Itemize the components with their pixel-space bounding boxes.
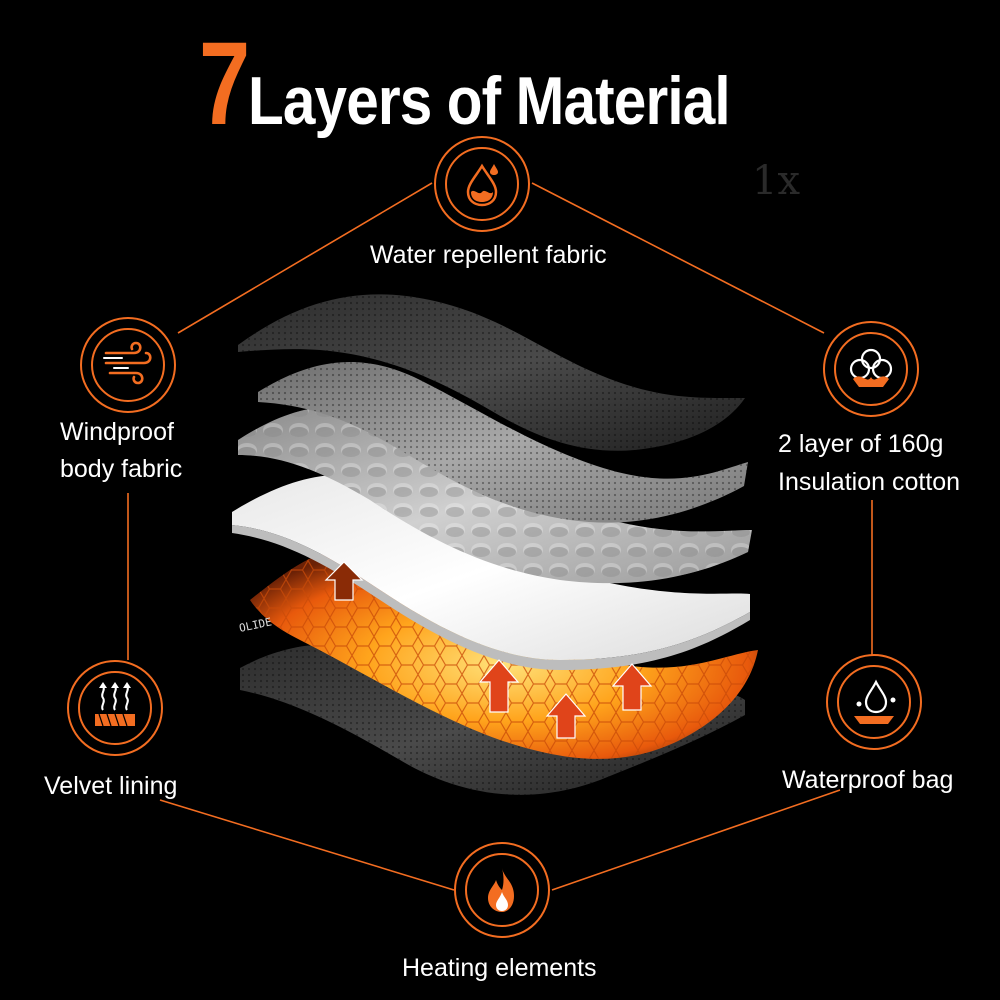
- water-drop-icon-badge: [434, 136, 530, 232]
- watermark-text: 1x: [752, 158, 801, 204]
- label-waterproof-bag: Waterproof bag: [782, 766, 954, 794]
- label-velvet-lining: Velvet lining: [44, 772, 178, 800]
- label-windproof-line1: Windproof: [60, 418, 174, 446]
- layer-insulation-cotton: [232, 474, 750, 660]
- title-number: 7: [198, 18, 250, 150]
- wind-icon: [103, 341, 152, 385]
- waterproof-icon: [854, 679, 896, 724]
- label-insulation-line2: Insulation cotton: [778, 468, 961, 496]
- flame-icon-badge: [454, 842, 550, 938]
- label-insulation-line1: 2 layer of 160g: [778, 430, 944, 458]
- label-heating-elements: Heating elements: [402, 954, 597, 982]
- label-water-repellent: Water repellent fabric: [370, 241, 607, 269]
- svg-text:OLIDE: OLIDE: [238, 615, 273, 635]
- waterproof-icon-badge: [826, 654, 922, 750]
- wind-icon-badge: [80, 317, 176, 413]
- title-text: Layers of Material: [247, 63, 731, 139]
- page-title: 7 Layers of Material: [0, 16, 1000, 150]
- heat-arrows: [324, 561, 653, 739]
- water-drop-icon: [466, 163, 498, 207]
- cotton-icon: [849, 348, 893, 387]
- cotton-icon-badge: [823, 321, 919, 417]
- hexagon-connector-lines: [127, 182, 873, 891]
- heat-waves-icon: [95, 682, 135, 727]
- label-windproof-line2: body fabric: [60, 455, 183, 483]
- flame-icon: [488, 868, 514, 912]
- heat-waves-icon-badge: [67, 660, 163, 756]
